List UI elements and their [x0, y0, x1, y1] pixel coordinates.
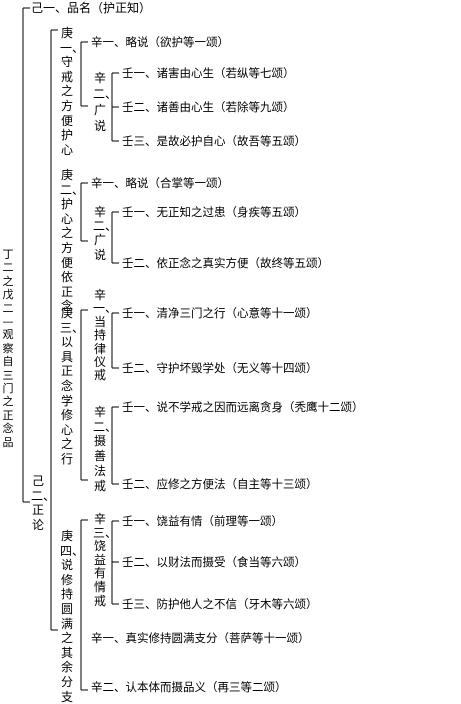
- root-label: 丁二之戊二—观察自三门之正念品: [2, 248, 14, 449]
- geng3-xin1-ren2: 壬二、守护坏毁学处（无义等十四颂）: [122, 361, 318, 375]
- geng3-xin1-ren1: 壬一、清净三门之行（心意等十一颂）: [122, 306, 318, 320]
- geng1-label: 庚一、守戒之方便护心: [60, 26, 85, 157]
- geng2-xin1: 辛一、略说（合掌等一颂）: [91, 176, 229, 190]
- geng3-xin2: 辛二、摄善法戒: [93, 405, 118, 493]
- geng3-xin3-ren3: 壬三、防护他人之不信（牙木等六颂）: [122, 597, 318, 611]
- geng3-label: 庚三、以具正念学修心之行: [60, 306, 85, 466]
- ji1-label: 己一、品名（护正知）: [31, 1, 152, 15]
- geng4-label: 庚四、说修持圆满之其余分支: [60, 529, 85, 704]
- geng2-ren2: 壬二、依正念之真实方便（故终等五颂）: [122, 256, 329, 270]
- geng1-xin1: 辛一、略说（欲护等一颂）: [91, 35, 229, 49]
- geng1-ren1: 壬一、诸害由心生（若纵等七颂）: [122, 66, 295, 80]
- geng4-xin2: 辛二、认本体而摄品义（再三等二颂）: [91, 680, 287, 694]
- geng3-xin3: 辛三、饶益有情戒: [93, 512, 118, 608]
- geng3-xin2-ren1: 壬一、说不学戒之因而远离贪身（秃鹰十二颂）: [122, 400, 364, 414]
- geng3-xin3-ren1: 壬一、饶益有情（前理等一颂）: [122, 514, 283, 528]
- geng3-xin2-ren2: 壬二、应修之方便法（自主等十三颂）: [122, 477, 318, 491]
- geng2-xin2: 辛二、广说: [93, 205, 118, 262]
- geng1-ren3: 壬三、是故必护自心（故吾等五颂）: [122, 134, 306, 148]
- geng1-ren2: 壬二、诸善由心生（若除等九颂）: [122, 100, 295, 114]
- ji2-label: 己二、正论: [31, 474, 56, 532]
- geng2-label: 庚二、护心之方便依正念: [60, 168, 85, 314]
- geng1-xin2: 辛二、广说: [93, 71, 118, 133]
- geng3-xin3-ren2: 壬二、以财法而摄受（食当等六颂）: [122, 555, 306, 569]
- geng4-xin1: 辛一、真实修持圆满支分（菩萨等十一颂）: [91, 631, 310, 645]
- geng2-ren1: 壬一、无正知之过患（身疾等五颂）: [122, 205, 306, 219]
- geng3-xin1: 辛一、当持律仪戒: [93, 288, 118, 383]
